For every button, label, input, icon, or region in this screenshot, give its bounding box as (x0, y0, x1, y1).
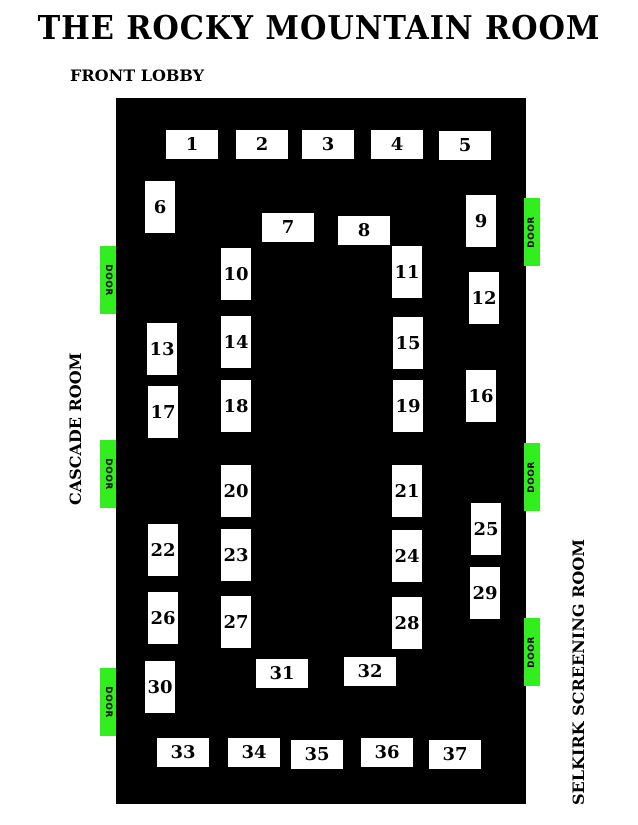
selkirk-screening-room-label: SELKIRK SCREENING ROOM (569, 539, 588, 805)
table-28[interactable]: 28 (392, 597, 422, 649)
door-left-3[interactable]: DOOR (100, 668, 116, 736)
table-19[interactable]: 19 (393, 380, 423, 432)
table-25[interactable]: 25 (471, 503, 501, 555)
door-right-1[interactable]: DOOR (524, 198, 540, 266)
table-37[interactable]: 37 (429, 740, 481, 769)
table-32[interactable]: 32 (344, 657, 396, 686)
door-right-2[interactable]: DOOR (524, 443, 540, 511)
table-33[interactable]: 33 (157, 738, 209, 767)
table-14[interactable]: 14 (221, 316, 251, 368)
table-3[interactable]: 3 (302, 130, 354, 159)
table-15[interactable]: 15 (393, 317, 423, 369)
table-18[interactable]: 18 (221, 380, 251, 432)
table-22[interactable]: 22 (148, 524, 178, 576)
table-27[interactable]: 27 (221, 596, 251, 648)
door-left-1[interactable]: DOOR (100, 246, 116, 314)
door-left-2[interactable]: DOOR (100, 440, 116, 508)
door-label: DOOR (527, 216, 538, 248)
table-11[interactable]: 11 (392, 246, 422, 298)
table-21[interactable]: 21 (392, 465, 422, 517)
table-17[interactable]: 17 (148, 386, 178, 438)
table-13[interactable]: 13 (147, 323, 177, 375)
table-5[interactable]: 5 (439, 131, 491, 160)
door-label: DOOR (527, 461, 538, 493)
front-lobby-label: FRONT LOBBY (70, 66, 205, 85)
table-35[interactable]: 35 (291, 740, 343, 769)
table-26[interactable]: 26 (148, 592, 178, 644)
table-4[interactable]: 4 (371, 130, 423, 159)
table-6[interactable]: 6 (145, 181, 175, 233)
table-8[interactable]: 8 (338, 216, 390, 245)
table-20[interactable]: 20 (221, 465, 251, 517)
door-label: DOOR (103, 458, 114, 490)
table-34[interactable]: 34 (228, 738, 280, 767)
table-16[interactable]: 16 (466, 370, 496, 422)
table-12[interactable]: 12 (469, 272, 499, 324)
door-label: DOOR (103, 264, 114, 296)
table-36[interactable]: 36 (361, 738, 413, 767)
table-1[interactable]: 1 (166, 130, 218, 159)
table-29[interactable]: 29 (470, 567, 500, 619)
table-9[interactable]: 9 (466, 195, 496, 247)
table-23[interactable]: 23 (221, 529, 251, 581)
page-title: THE ROCKY MOUNTAIN ROOM (37, 8, 601, 47)
door-right-3[interactable]: DOOR (524, 618, 540, 686)
table-7[interactable]: 7 (262, 213, 314, 242)
cascade-room-label: CASCADE ROOM (66, 352, 85, 505)
room-floor (116, 98, 526, 804)
door-label: DOOR (527, 636, 538, 668)
table-31[interactable]: 31 (256, 659, 308, 688)
table-30[interactable]: 30 (145, 661, 175, 713)
table-24[interactable]: 24 (392, 530, 422, 582)
door-label: DOOR (103, 686, 114, 718)
table-2[interactable]: 2 (236, 130, 288, 159)
table-10[interactable]: 10 (221, 248, 251, 300)
